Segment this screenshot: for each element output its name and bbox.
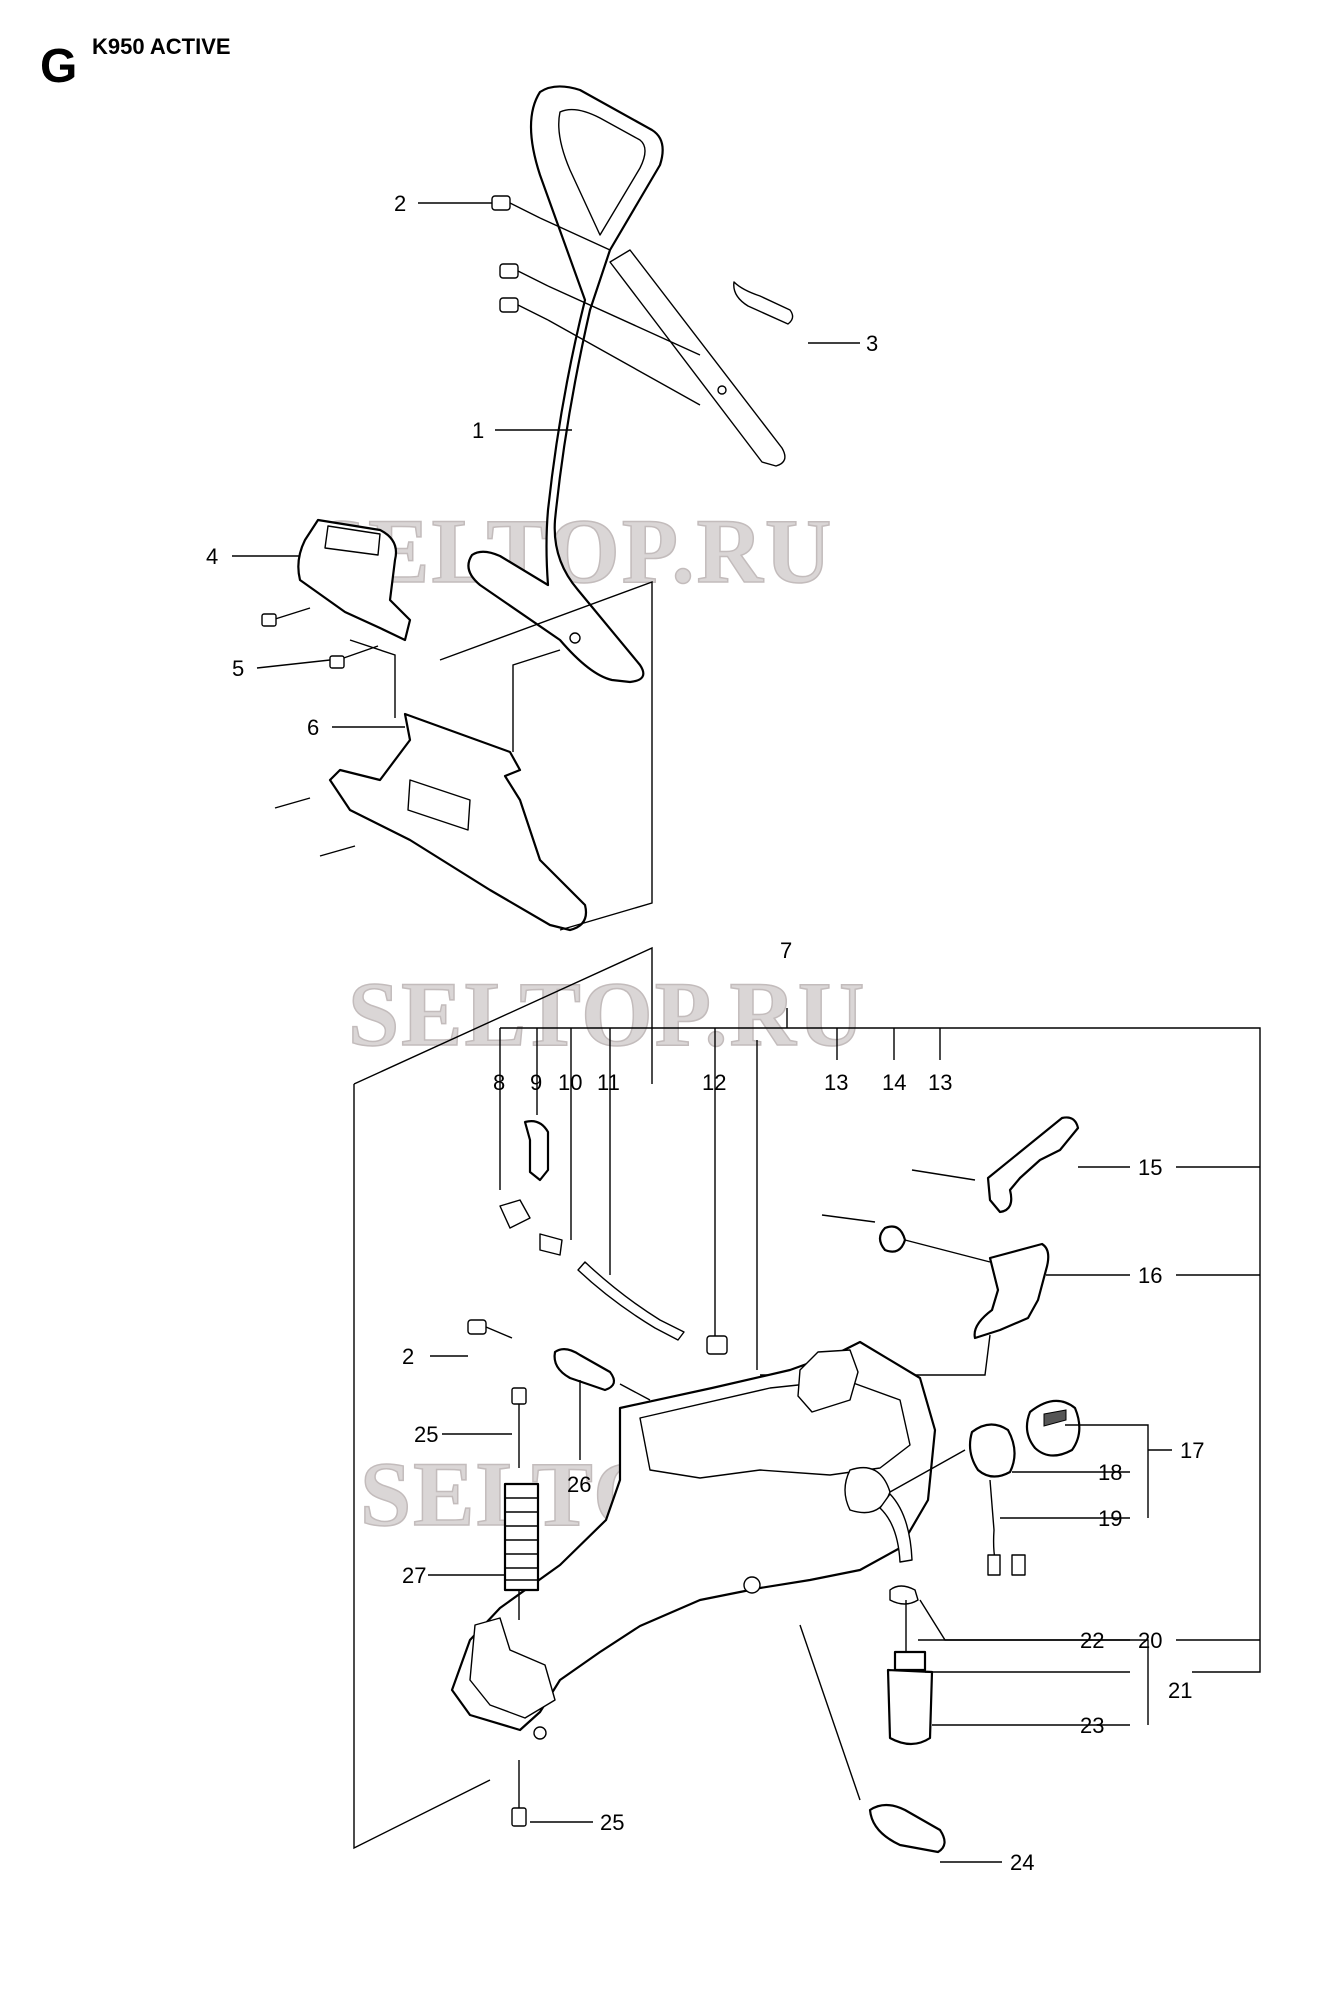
callout-3: 3 xyxy=(866,331,878,356)
callout-5: 5 xyxy=(232,656,244,681)
model-title: K950 ACTIVE xyxy=(92,34,231,59)
lower-assembly-frame xyxy=(353,946,1261,1850)
leader-lines xyxy=(232,202,1260,1863)
callout-22: 22 xyxy=(1080,1628,1104,1653)
callout-16: 16 xyxy=(1138,1263,1162,1288)
callout-25-lower: 25 xyxy=(600,1810,624,1835)
callout-23: 23 xyxy=(1080,1713,1104,1738)
callout-2-upper: 2 xyxy=(394,191,406,216)
callout-9: 9 xyxy=(530,1070,542,1095)
fuel-cap-drawing xyxy=(889,1399,1081,1576)
callout-24: 24 xyxy=(1010,1850,1034,1875)
callout-11: 11 xyxy=(597,1070,620,1095)
watermark-middle: SELTOP.RU xyxy=(348,963,866,1065)
fuel-tank-drawing xyxy=(450,1340,937,1740)
callout-2-lower: 2 xyxy=(402,1344,414,1369)
callout-17: 17 xyxy=(1180,1438,1204,1463)
fuel-filter-drawing xyxy=(886,1585,934,1746)
callout-15: 15 xyxy=(1138,1155,1162,1180)
callout-19: 19 xyxy=(1098,1506,1122,1531)
spring-assembly-drawing xyxy=(503,1387,540,1827)
callout-20: 20 xyxy=(1138,1628,1162,1653)
lower-spring-drawing xyxy=(799,1624,946,1854)
callout-18: 18 xyxy=(1098,1460,1122,1485)
tank-bolts-drawing xyxy=(467,1319,651,1460)
callout-27: 27 xyxy=(402,1563,426,1588)
callout-26: 26 xyxy=(567,1472,591,1497)
callout-25-upper: 25 xyxy=(414,1422,438,1447)
callouts: 1 2 3 4 5 6 7 8 9 10 11 12 13 14 13 15 1… xyxy=(206,191,1204,1875)
callout-14: 14 xyxy=(882,1070,906,1095)
callout-21: 21 xyxy=(1168,1678,1192,1703)
throttle-trigger-drawing xyxy=(760,1116,1080,1376)
watermark-top: SELTOP.RU xyxy=(315,500,833,602)
callout-6: 6 xyxy=(307,715,319,740)
callout-1: 1 xyxy=(472,418,484,443)
callout-4: 4 xyxy=(206,544,218,569)
front-handle-drawing xyxy=(467,85,786,684)
callout-7: 7 xyxy=(780,938,792,963)
plate-drawing xyxy=(274,712,588,932)
section-letter: G xyxy=(40,40,77,93)
handle-bolts-drawing xyxy=(491,195,794,406)
callout-8: 8 xyxy=(493,1070,505,1095)
upper-group-lines xyxy=(349,580,653,931)
callout-10: 10 xyxy=(558,1070,582,1095)
callout-13-left: 13 xyxy=(824,1070,848,1095)
callout-12: 12 xyxy=(702,1070,726,1095)
bracket-drawing xyxy=(261,518,412,669)
fuel-hose-drawing xyxy=(499,1060,728,1355)
callout-13-right: 13 xyxy=(928,1070,952,1095)
